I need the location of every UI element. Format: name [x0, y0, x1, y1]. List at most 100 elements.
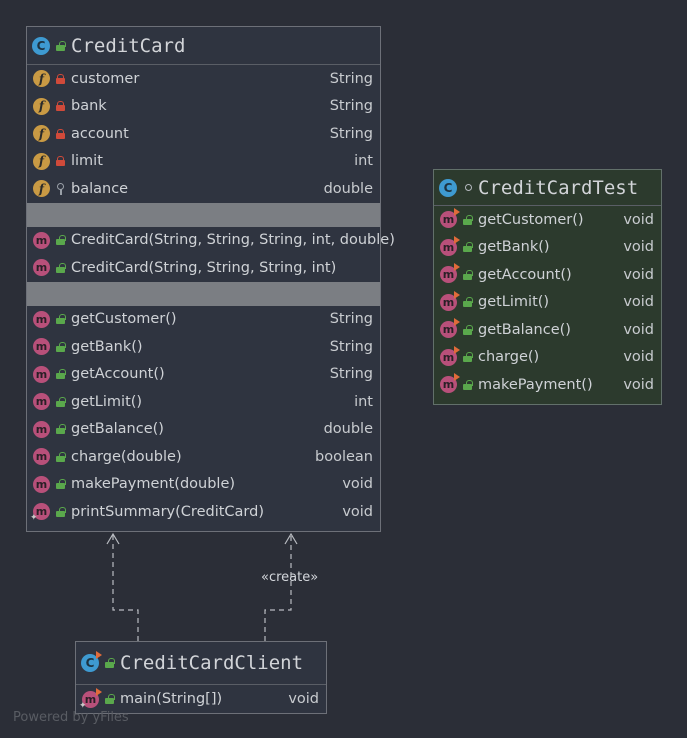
method-name: printSummary(CreditCard) [71, 503, 264, 520]
method-return-type: void [623, 239, 654, 256]
test-method-row[interactable]: m getBank() void [434, 234, 661, 262]
class-node-creditcardclient[interactable]: C CreditCardClient m✦ main(String[]) voi… [75, 641, 327, 714]
method-return-type: double [323, 421, 373, 438]
field-row[interactable]: f balance double [27, 175, 380, 203]
field-icon: f [33, 125, 50, 143]
method-return-type: int [354, 393, 373, 410]
private-icon [56, 101, 65, 112]
package-private-icon [465, 184, 472, 191]
method-row[interactable]: m makePayment(double) void [27, 471, 380, 499]
run-marker-icon [454, 208, 460, 217]
method-name: main(String[]) [120, 691, 223, 707]
field-row[interactable]: f bank String [27, 93, 380, 121]
test-method-row[interactable]: m getAccount() void [434, 261, 661, 289]
field-row[interactable]: f account String [27, 120, 380, 148]
method-return-type: void [623, 376, 654, 393]
test-method-icon: m [440, 208, 460, 229]
method-row[interactable]: m✦ main(String[]) void [76, 685, 326, 713]
powered-by-label: Powered by yFiles [13, 710, 129, 725]
class-header[interactable]: C CreditCardTest [434, 170, 661, 206]
test-method-icon: m [440, 235, 460, 256]
static-marker-icon: ✦ [79, 700, 87, 711]
method-name: getCustomer() [478, 211, 584, 228]
class-node-creditcardtest[interactable]: C CreditCardTest m getCustomer() void m … [433, 169, 662, 405]
public-icon [56, 451, 66, 462]
public-icon [463, 214, 473, 225]
static-method-icon: m✦ [30, 503, 50, 523]
method-icon: m [33, 231, 50, 249]
public-icon [463, 297, 473, 308]
class-header[interactable]: C CreditCardClient [76, 642, 326, 685]
method-return-type: boolean [315, 448, 373, 465]
run-marker-icon [454, 290, 460, 299]
constructor-signature: CreditCard(String, String, String, int) [71, 259, 337, 276]
arrowhead-create [284, 532, 298, 545]
public-icon [56, 479, 66, 490]
field-icon: f [33, 152, 50, 170]
field-type: String [329, 70, 373, 87]
field-icon: f [33, 97, 50, 115]
field-name: account [71, 125, 129, 142]
method-icon: m [33, 393, 50, 411]
method-row[interactable]: m getLimit() int [27, 388, 380, 416]
method-row[interactable]: m getCustomer() String [27, 306, 380, 334]
method-icon: m [33, 338, 50, 356]
method-name: getAccount() [478, 266, 572, 283]
test-method-icon: m [440, 290, 460, 311]
run-marker-icon [454, 318, 460, 327]
field-row[interactable]: f limit int [27, 148, 380, 176]
field-name: limit [71, 153, 103, 170]
method-icon: m [33, 310, 50, 328]
private-icon [56, 73, 65, 84]
method-name: getLimit() [478, 294, 550, 311]
class-node-creditcard[interactable]: C CreditCard f customer String f bank St… [26, 26, 395, 532]
test-method-row[interactable]: m getCustomer() void [434, 206, 661, 234]
method-row[interactable]: m getBank() String [27, 333, 380, 361]
public-icon [56, 314, 66, 325]
method-name: charge() [478, 349, 540, 366]
test-method-row[interactable]: m getLimit() void [434, 289, 661, 317]
method-icon: m [33, 475, 50, 493]
constructor-row[interactable]: m CreditCard(String, String, String, int… [27, 254, 380, 282]
method-name: getLimit() [71, 393, 143, 410]
runnable-class-icon: C [81, 651, 102, 672]
run-marker-icon [454, 235, 460, 244]
public-icon [56, 424, 66, 435]
test-method-icon: m [440, 263, 460, 284]
public-icon [105, 694, 115, 704]
public-icon [463, 269, 473, 280]
public-icon [56, 341, 66, 352]
field-row[interactable]: f customer String [27, 65, 380, 93]
method-return-type: void [623, 211, 654, 228]
run-marker-icon [454, 345, 460, 354]
field-icon: f [33, 180, 50, 198]
method-name: getBank() [71, 338, 143, 355]
constructor-row[interactable]: m CreditCard(String, String, String, int… [27, 227, 395, 255]
method-row[interactable]: m charge(double) boolean [27, 443, 380, 471]
field-type: String [329, 125, 373, 142]
method-name: getAccount() [71, 366, 165, 383]
test-method-row[interactable]: m getBalance() void [434, 316, 661, 344]
public-icon [56, 506, 66, 517]
field-type: double [323, 180, 373, 197]
test-method-row[interactable]: m charge() void [434, 344, 661, 372]
method-return-type: void [288, 691, 319, 707]
method-icon: m [33, 365, 50, 383]
method-row[interactable]: m getAccount() String [27, 361, 380, 389]
method-name: getBalance() [478, 321, 571, 338]
field-type: String [329, 98, 373, 115]
class-title: CreditCardTest [478, 176, 639, 199]
field-name: bank [71, 98, 107, 115]
class-title: CreditCard [71, 34, 186, 57]
run-marker-icon [96, 651, 102, 659]
private-icon [56, 128, 65, 139]
method-row[interactable]: m✦ printSummary(CreditCard) void [27, 498, 380, 526]
method-row[interactable]: m getBalance() double [27, 416, 380, 444]
method-name: makePayment(double) [71, 476, 236, 493]
method-return-type: void [623, 349, 654, 366]
arrowhead-left [106, 532, 120, 545]
run-marker-icon [454, 373, 460, 382]
class-header[interactable]: C CreditCard [27, 27, 380, 65]
test-method-row[interactable]: m makePayment() void [434, 371, 661, 399]
field-type: int [354, 153, 373, 170]
